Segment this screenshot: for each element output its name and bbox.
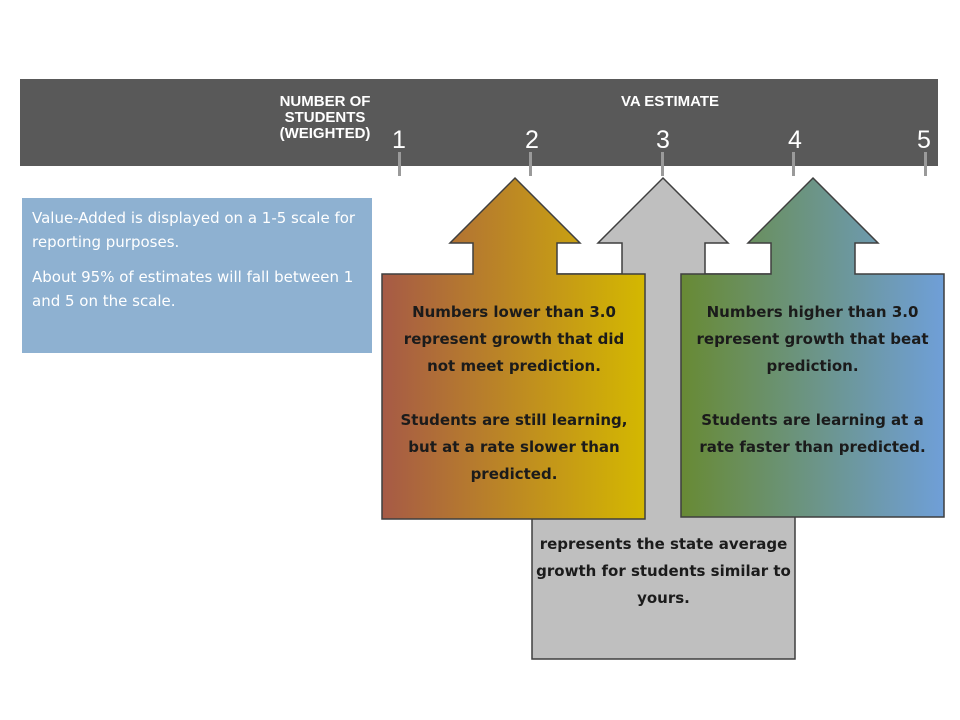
scale-label-3: 3 [656, 126, 670, 154]
scale-label-5: 5 [917, 126, 931, 154]
scale-tick-1 [398, 152, 401, 176]
scale-label-2: 2 [525, 126, 539, 154]
info-line-1: Value-Added is displayed on a 1-5 scale … [32, 209, 356, 251]
scale-tick-5 [924, 152, 927, 176]
students-column-title: NUMBER OF STUDENTS (WEIGHTED) [279, 93, 371, 142]
low-callout-text: Numbers lower than 3.0 represent growth … [388, 299, 640, 488]
scale-tick-3 [661, 152, 664, 176]
low-callout-p1: Numbers lower than 3.0 represent growth … [403, 303, 625, 375]
scale-label-4: 4 [788, 126, 802, 154]
va-estimate-title: VA ESTIMATE [620, 93, 720, 110]
scale-tick-4 [792, 152, 795, 176]
info-line-2: About 95% of estimates will fall between… [32, 268, 354, 310]
mid-callout-text: represents the state average growth for … [536, 535, 791, 607]
high-callout-p1: Numbers higher than 3.0 represent growth… [696, 303, 929, 375]
low-callout-arrow [381, 176, 646, 520]
header-bar: NUMBER OF STUDENTS (WEIGHTED) VA ESTIMAT… [20, 79, 938, 166]
high-callout-arrow [680, 176, 945, 518]
high-callout-p2: Students are learning at a rate faster t… [699, 411, 926, 456]
high-callout-text: Numbers higher than 3.0 represent growth… [686, 299, 939, 461]
scale-info-box: Value-Added is displayed on a 1-5 scale … [22, 198, 372, 353]
low-callout-p2: Students are still learning, but at a ra… [400, 411, 628, 483]
scale-label-1: 1 [392, 126, 406, 154]
scale-tick-2 [529, 152, 532, 176]
